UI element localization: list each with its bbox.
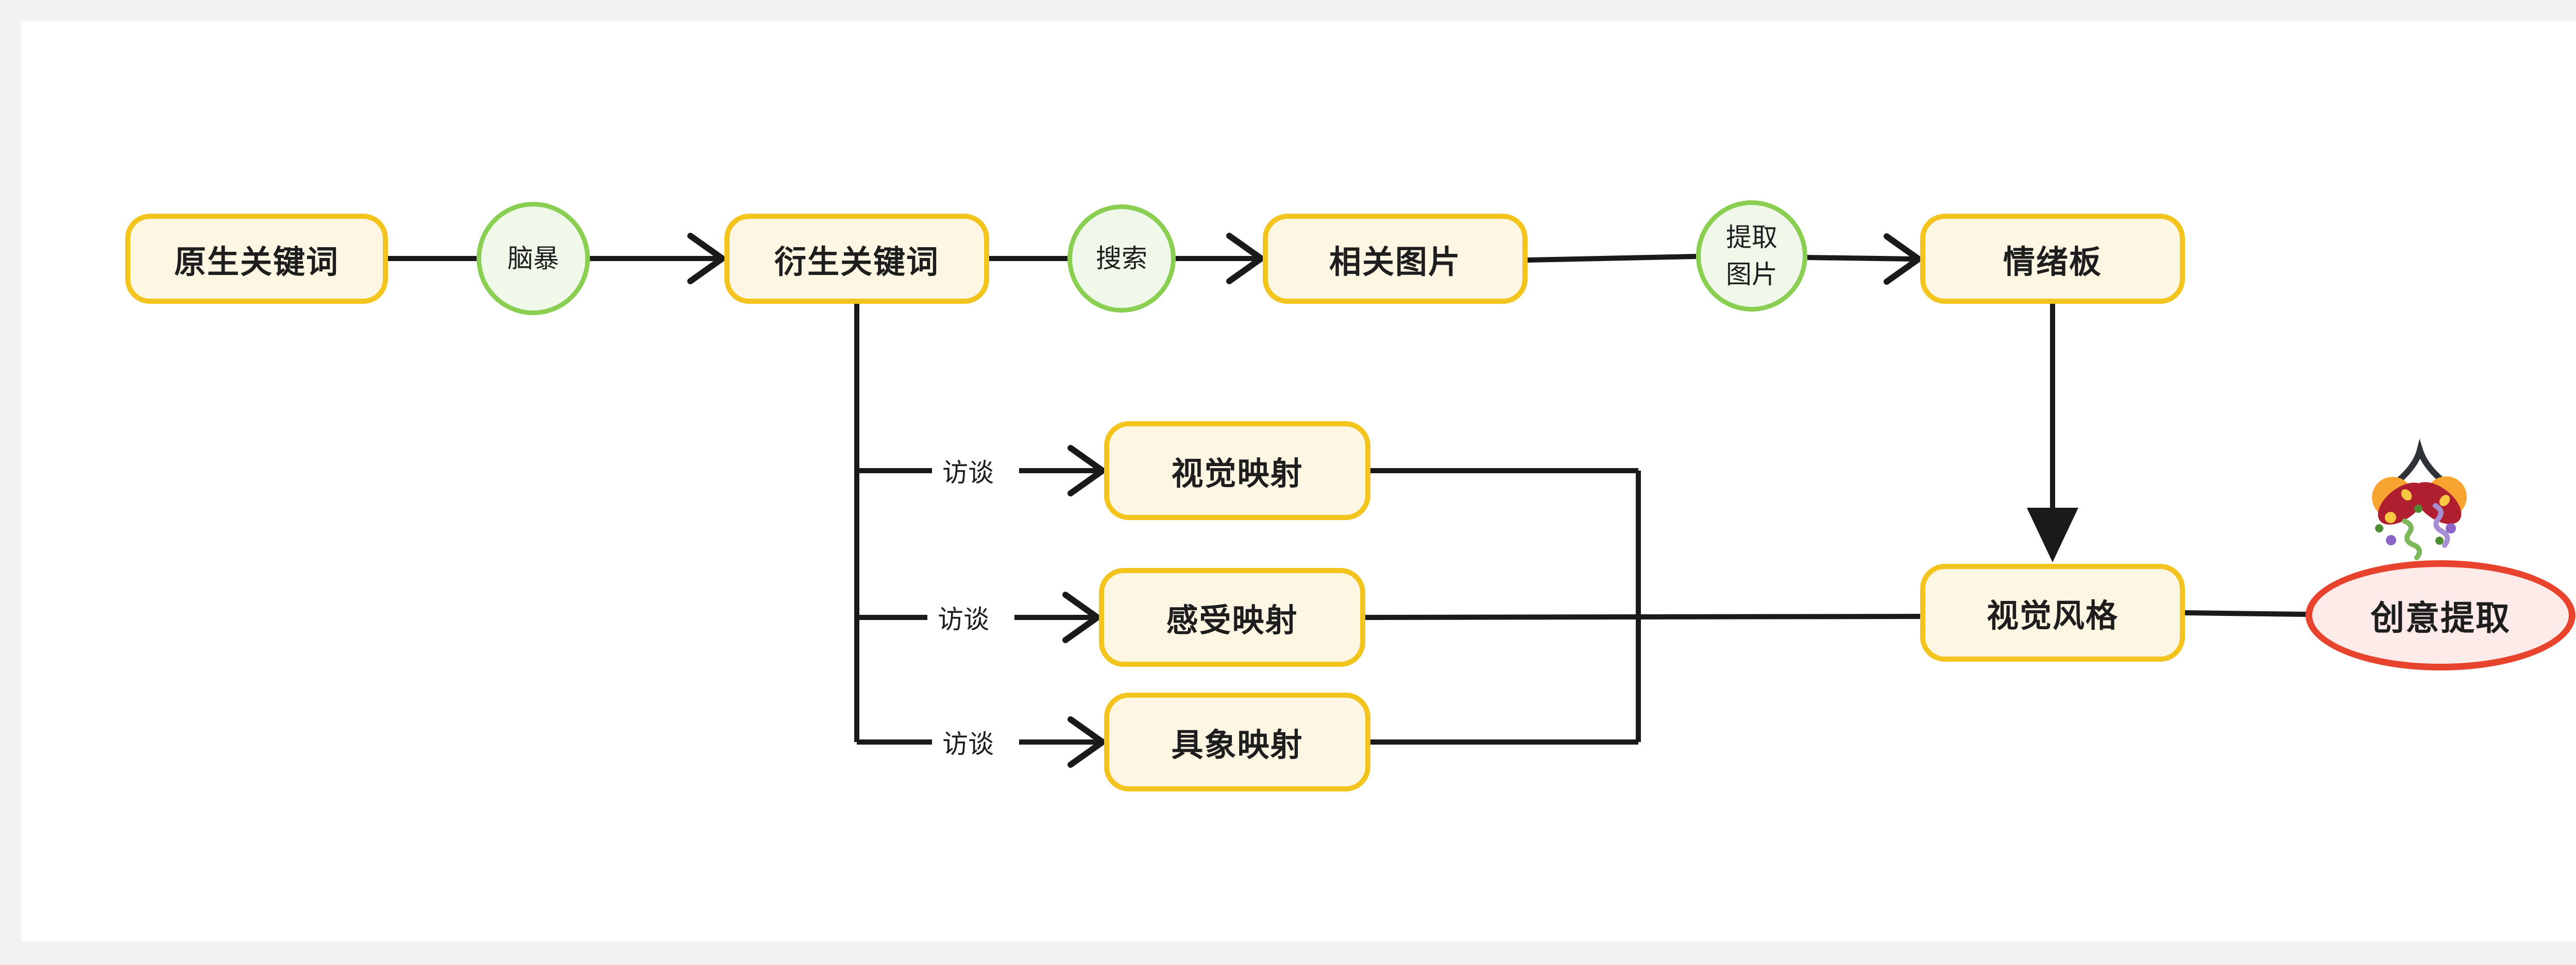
node-creative-extraction[interactable]: 创意提取 [2306,560,2575,670]
node-related-images[interactable]: 相关图片 [1263,214,1528,304]
node-label: 感受映射 [1166,603,1298,639]
node-visual-style[interactable]: 视觉风格 [1920,564,2185,662]
node-derived-keywords[interactable]: 衍生关键词 [724,214,989,304]
node-label: 创意提取 [2370,599,2511,637]
node-label: 原生关键词 [174,244,339,280]
node-mood-board[interactable]: 情绪板 [1920,214,2185,304]
node-extract-images[interactable]: 提取 图片 [1696,200,1807,312]
node-feeling-mapping[interactable]: 感受映射 [1099,568,1365,667]
node-label: 具象映射 [1171,728,1303,763]
node-label: 脑暴 [507,244,559,273]
node-label-line1: 提取 [1726,223,1777,252]
node-label-line2: 图片 [1726,260,1777,289]
node-visual-mapping[interactable]: 视觉映射 [1104,421,1370,520]
node-label: 视觉风格 [1986,598,2119,634]
node-brainstorm[interactable]: 脑暴 [477,202,590,315]
node-label: 情绪板 [2003,244,2102,280]
edge-label-interview-3[interactable]: 访谈 [932,724,1004,760]
edge-label-interview-2[interactable]: 访谈 [927,599,999,635]
node-concrete-mapping[interactable]: 具象映射 [1104,693,1370,791]
node-search[interactable]: 搜索 [1067,204,1176,313]
edge-label-interview-1[interactable]: 访谈 [932,453,1004,489]
node-label: 衍生关键词 [774,244,939,280]
node-native-keywords[interactable]: 原生关键词 [125,214,388,304]
node-label: 搜索 [1096,244,1147,273]
node-label: 视觉映射 [1171,456,1303,492]
node-label: 相关图片 [1329,244,1461,280]
